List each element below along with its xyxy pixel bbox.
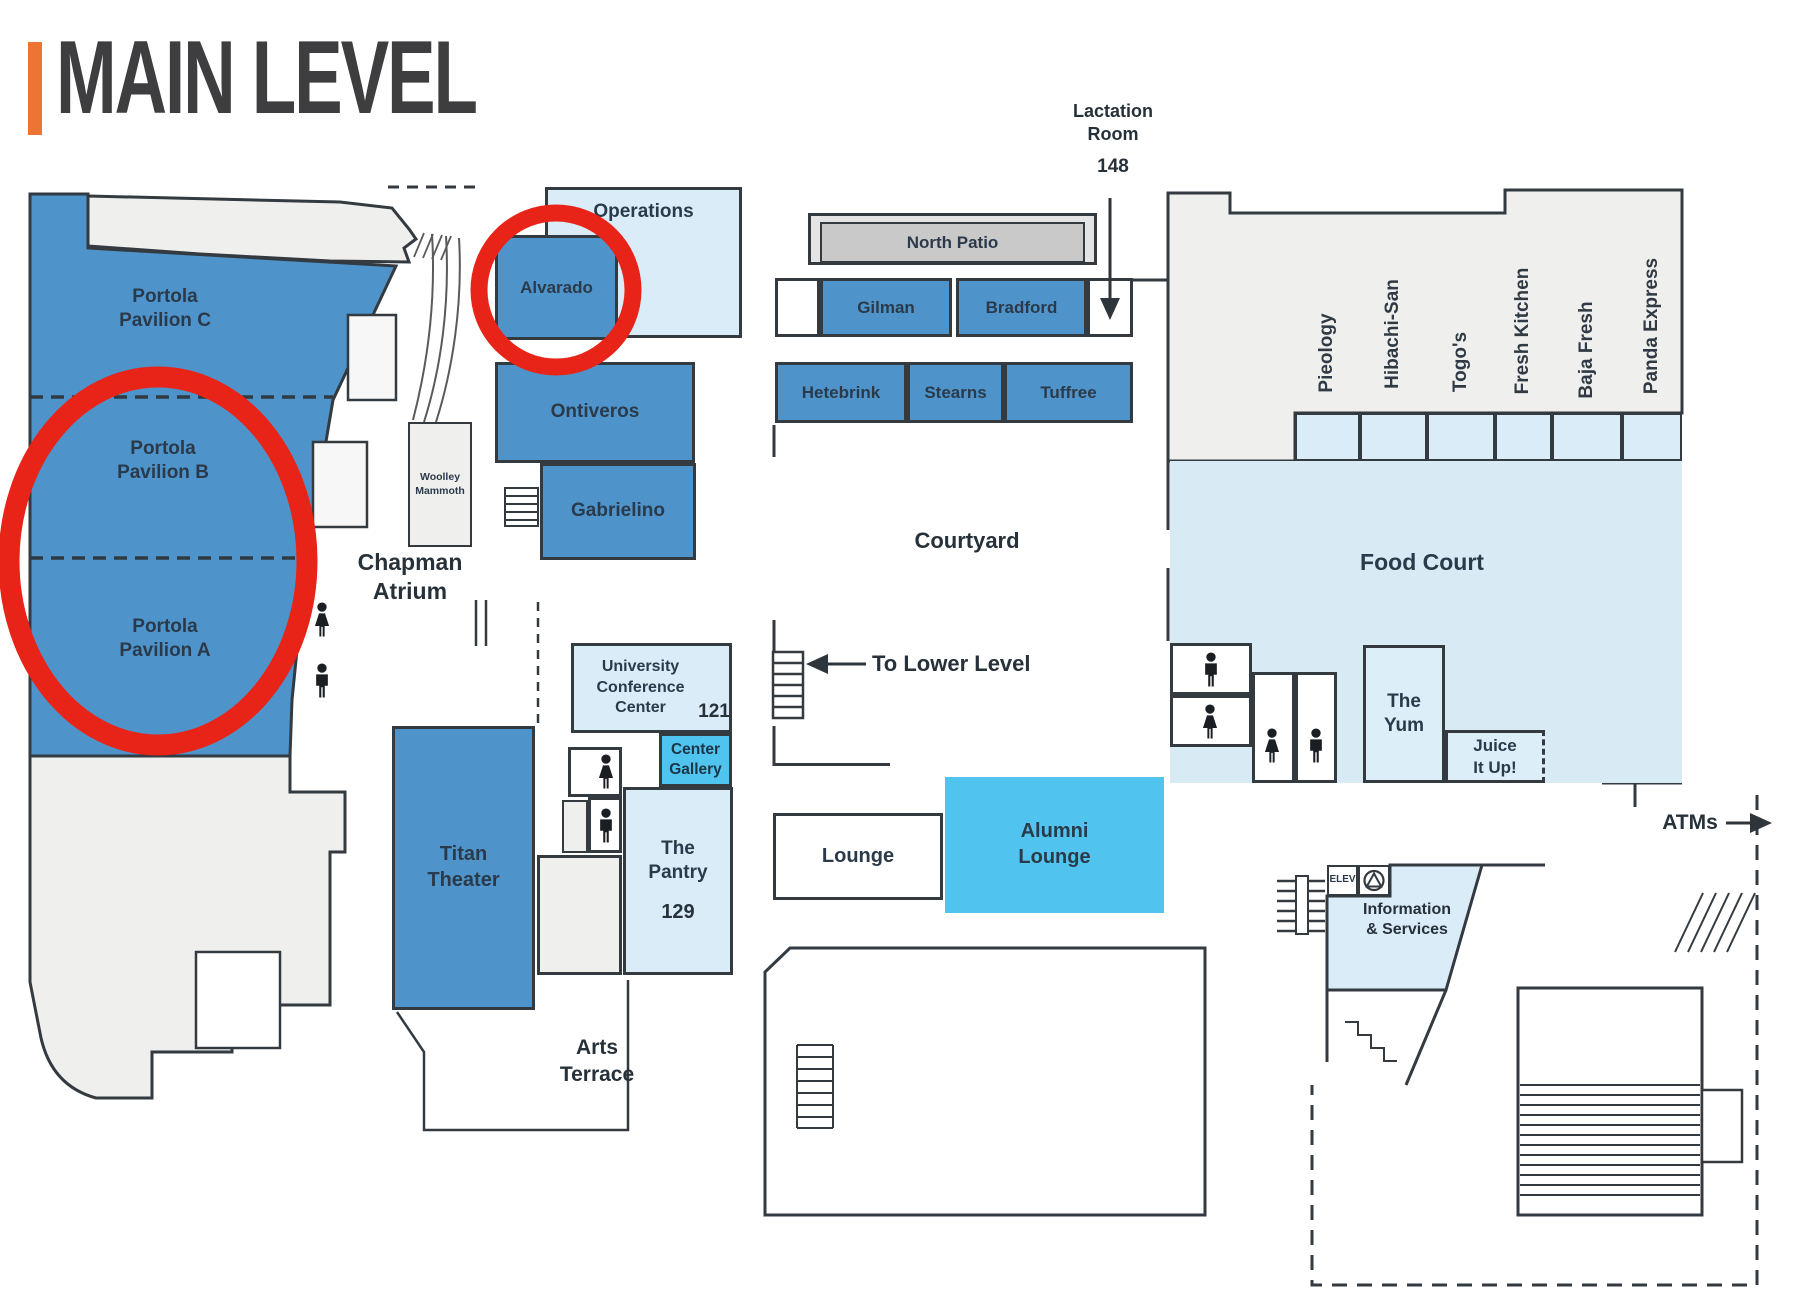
vendor-label-togos: Togo's: [1450, 331, 1471, 393]
arrow-left-icon: [806, 654, 866, 674]
lactation-room-label: Lactation Room 148: [1040, 100, 1186, 179]
restroom-women: [1170, 695, 1252, 747]
stairs-icon: [1674, 892, 1756, 953]
pavilion-b-label: Portola Pavilion B: [117, 438, 209, 484]
stairs-icon: [1516, 986, 1744, 1217]
north-west-wedge: [86, 194, 419, 264]
arrow-right-icon: [1726, 813, 1772, 833]
page-title-text: MAIN LEVEL: [56, 20, 478, 136]
ucc-room-number: 121: [698, 701, 730, 722]
atrium-corridor-curve: [435, 237, 461, 423]
courtyard-walls: [772, 278, 1170, 766]
atrium-corridor-curve: [412, 233, 434, 421]
lactation-room-number: 148: [1097, 156, 1129, 178]
room-elevator: ELEV: [1327, 865, 1358, 896]
stairs-icon: [796, 1044, 834, 1129]
restroom-women: [568, 747, 622, 797]
atms-label: ATMs: [1662, 811, 1718, 834]
south-hall-shell: [763, 946, 1207, 1217]
food-court-label: Food Court: [1360, 549, 1484, 575]
page-title: MAIN LEVEL: [28, 26, 656, 135]
courtyard-label: Courtyard: [914, 528, 1020, 553]
vendor-label-panda-express: Panda Express: [1641, 257, 1662, 395]
room-tuffree: Tuffree: [1004, 362, 1133, 423]
room-the-yum: The Yum: [1363, 645, 1445, 783]
vendor-label-baja-fresh: Baja Fresh: [1576, 301, 1597, 399]
room-the-pantry: The Pantry 129: [623, 787, 733, 975]
information-services-label: Information & Services: [1363, 901, 1451, 939]
room-university-conference-center: University Conference Center: [571, 643, 732, 733]
room-center-gallery: Center Gallery: [659, 733, 732, 787]
stairs-icon: [1345, 1021, 1397, 1062]
room-gabrielino: Gabrielino: [540, 463, 696, 560]
west-building-notch: [194, 950, 282, 1050]
restroom-women-stall: [1252, 672, 1295, 783]
pavilion-a-label: Portola Pavilion A: [119, 616, 211, 662]
restroom-women-icon: [314, 602, 330, 637]
room-woolley-mammoth: Woolley Mammoth: [408, 422, 472, 547]
vendor-label-pieology: Pieology: [1316, 313, 1337, 393]
room-bradford: Bradford: [956, 278, 1087, 337]
wall: [1404, 989, 1448, 1086]
side-room-b: [311, 440, 369, 529]
room-gilman: Gilman: [820, 278, 952, 337]
ramp-hatch: [413, 232, 452, 261]
chapman-atrium-label: Chapman Atrium: [357, 549, 463, 605]
west-building-shell: [28, 754, 347, 1100]
room-lactation: [1087, 278, 1133, 337]
pavilion-c-label: Portola Pavilion C: [119, 286, 211, 332]
room-hetebrink: Hetebrink: [775, 362, 907, 423]
arts-terrace-label: Arts Terrace: [559, 1036, 635, 1086]
room-lounge: Lounge: [773, 813, 943, 900]
vendor-label-fresh-kitchen: Fresh Kitchen: [1512, 267, 1533, 395]
pantry-room-number: 129: [661, 900, 695, 923]
stairs-icon: [771, 650, 805, 720]
utility-room: [562, 800, 588, 853]
side-room-a: [346, 313, 398, 402]
room-stearns: Stearns: [907, 362, 1004, 423]
elevator-icon-box: [1358, 865, 1390, 896]
room-titan-theater: Titan Theater: [392, 726, 535, 1010]
backstage-room: [537, 855, 622, 975]
restroom-men: [1170, 643, 1252, 695]
room-north-patio: North Patio: [820, 222, 1085, 263]
red-circle-annotation-pavilions: [0, 366, 318, 756]
restroom-men: [588, 797, 622, 853]
room-alumni-lounge: Alumni Lounge: [945, 777, 1164, 913]
utility-room: [775, 278, 820, 337]
vendor-label-hibachi-san: Hibachi-San: [1382, 279, 1403, 389]
room-ontiveros: Ontiveros: [495, 362, 695, 463]
restroom-men-stall: [1295, 672, 1337, 783]
to-lower-level-label: To Lower Level: [872, 651, 1031, 676]
atrium-corridor-curve: [423, 235, 448, 423]
restroom-men-icon: [316, 663, 328, 698]
room-alvarado: Alvarado: [495, 235, 618, 340]
stairs-icon: [1277, 875, 1325, 935]
room-juice-it-up: Juice It Up!: [1445, 730, 1545, 783]
title-accent-bar: [28, 42, 42, 135]
stairs-icon: [504, 487, 539, 527]
